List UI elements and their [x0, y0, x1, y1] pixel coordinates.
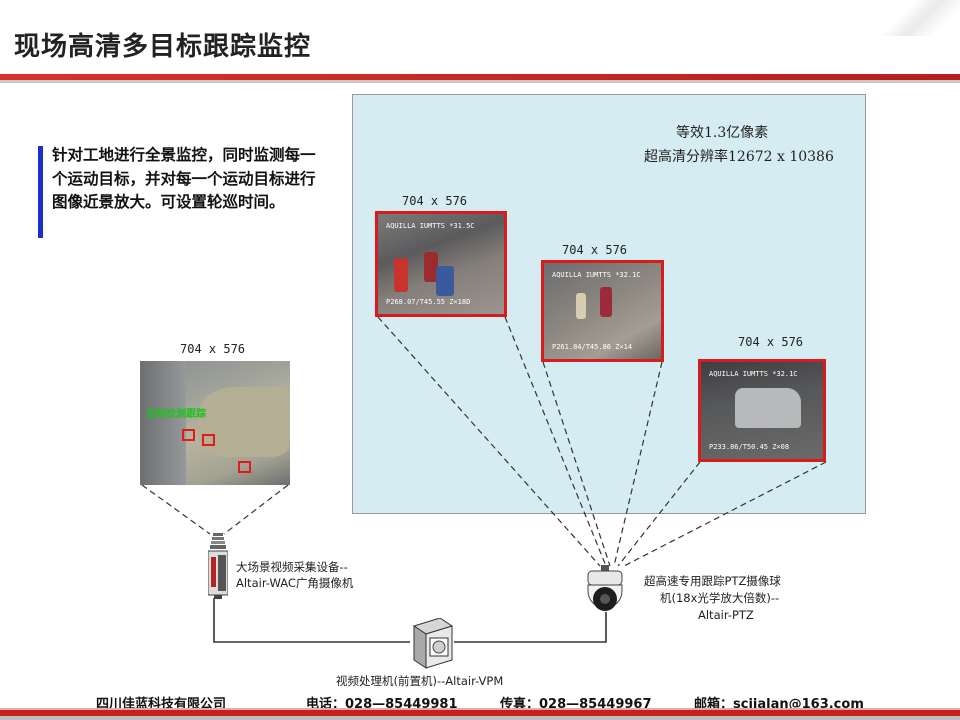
target-box: [182, 429, 195, 441]
header-divider-shadow: [0, 80, 960, 83]
crop2-osd-top: AQUILLA IUMTTS *32.1C: [552, 271, 641, 279]
ptz-label-line2: 机(18x光学放大倍数)--: [660, 591, 780, 605]
description-text: 针对工地进行全景监控，同时监测每一个运动目标，并对每一个运动目标进行图像近景放大…: [52, 146, 316, 211]
vpm-label: 视频处理机(前置机)--Altair-VPM: [336, 674, 504, 688]
crop2-resolution: 704 x 576: [562, 243, 628, 257]
wac-label-line1: 大场景视频采集设备--: [236, 560, 348, 574]
overview-resolution: 704 x 576: [180, 342, 246, 356]
target-person: [424, 252, 438, 282]
target-closeup-1: AQUILLA IUMTTS *31.5C P268.07/T45.55 Z×1…: [375, 211, 507, 317]
footer-divider-light: [0, 708, 960, 710]
wac-label-line2: Altair-WAC广角摄像机: [236, 576, 354, 590]
crop3-osd-top: AQUILLA IUMTTS *32.1C: [709, 370, 798, 378]
target-closeup-2: AQUILLA IUMTTS *32.1C P261.84/T45.86 Z×1…: [541, 260, 664, 362]
crop3-osd-bottom: P233.86/T50.45 Z×08: [709, 443, 790, 451]
ptz-label-line1: 超高速专用跟踪PTZ摄像球: [644, 574, 781, 588]
header-decoration: [860, 0, 960, 36]
crop1-osd-top: AQUILLA IUMTTS *31.5C: [386, 222, 475, 230]
target-closeup-3: AQUILLA IUMTTS *32.1C P233.86/T50.45 Z×0…: [698, 359, 826, 462]
scene-pixel-label: 等效1.3亿像素: [676, 125, 769, 141]
target-box: [238, 461, 251, 473]
wide-angle-camera-icon: [208, 533, 228, 599]
target-person: [436, 266, 454, 296]
target-box: [202, 434, 215, 446]
target-person: [600, 287, 612, 317]
overview-overlay-text: 目标检测跟踪: [146, 409, 206, 420]
video-processor-icon: [412, 618, 454, 669]
building: [140, 361, 186, 485]
footer-divider: [0, 710, 960, 716]
ptz-dome-camera-icon: [587, 565, 623, 611]
page-title: 现场高清多目标跟踪监控: [14, 32, 312, 62]
header-divider: [0, 74, 960, 80]
field: [198, 387, 290, 457]
scene-resolution-label: 超高清分辨率12672 x 10386: [644, 149, 834, 165]
ptz-label-line3: Altair-PTZ: [698, 608, 754, 622]
crop3-resolution: 704 x 576: [738, 335, 804, 349]
crop1-resolution: 704 x 576: [402, 194, 468, 208]
target-vehicle: [735, 388, 801, 428]
footer-divider-shadow: [0, 716, 960, 720]
target-person: [576, 293, 586, 319]
description-marker: [38, 146, 43, 238]
target-person: [394, 258, 408, 292]
crop2-osd-bottom: P261.84/T45.86 Z×14: [552, 343, 633, 351]
crop1-osd-bottom: P268.07/T45.55 Z×18D: [386, 298, 471, 306]
wide-angle-overview-image: 目标检测跟踪: [140, 361, 290, 485]
